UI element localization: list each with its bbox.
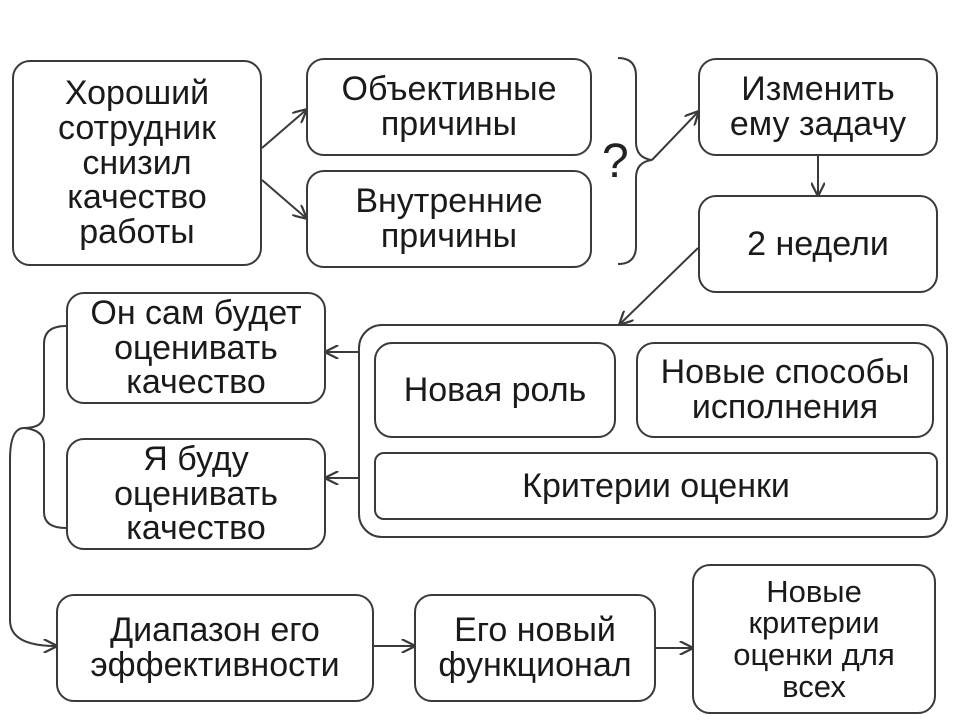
arrow-employee-to-objective xyxy=(261,110,306,149)
left-bracket xyxy=(23,325,67,529)
node-evaluation-criteria: Критерии оценки xyxy=(374,452,938,520)
arrow-bracket-to-efficiency-range xyxy=(9,427,56,646)
arrow-two-weeks-to-container xyxy=(620,247,699,324)
container-role-methods-criteria xyxy=(358,324,948,538)
node-two-weeks: 2 недели xyxy=(698,195,938,293)
node-efficiency-range: Диапазон его эффективности xyxy=(56,594,374,702)
node-new-functionality: Его новый функционал xyxy=(414,594,656,702)
node-new-role: Новая роль xyxy=(374,342,616,438)
arrow-bracket-to-change-task xyxy=(651,112,698,161)
node-self-evaluate: Он сам будет оценивать качество xyxy=(66,292,326,404)
node-internal-reasons: Внутренние причины xyxy=(306,170,592,268)
node-new-methods: Новые способы исполнения xyxy=(636,342,934,438)
node-objective-reasons: Объективные причины xyxy=(306,58,592,156)
node-change-task: Изменить ему задачу xyxy=(698,58,938,156)
node-good-employee: Хороший сотрудник снизил качество работы xyxy=(12,60,262,266)
node-new-criteria-all: Новые критерии оценки для всех xyxy=(692,564,936,714)
arrow-employee-to-internal xyxy=(261,179,306,218)
question-mark: ? xyxy=(602,135,629,188)
node-i-evaluate: Я буду оценивать качество xyxy=(66,438,326,550)
